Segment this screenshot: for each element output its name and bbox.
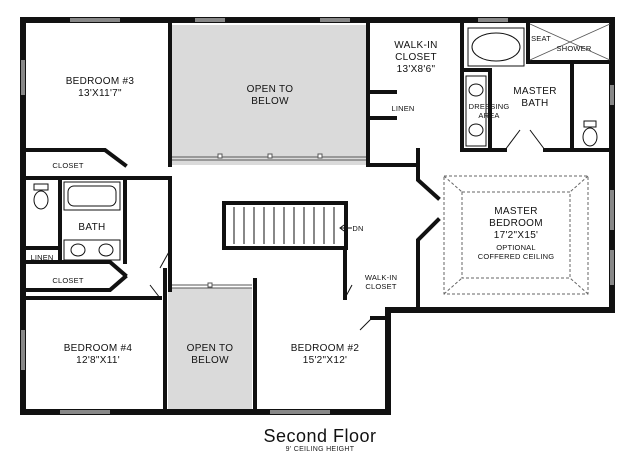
linen-left-label: LINEN <box>30 253 54 262</box>
stair-dn-label: DN <box>352 224 364 233</box>
walkin-mid-line2: CLOSET <box>365 282 397 291</box>
stair-arrow-icon <box>339 224 352 232</box>
plan-subtitle: 9' CEILING HEIGHT <box>285 446 355 453</box>
walkin-top-size: 13'X8'6" <box>396 64 436 75</box>
walkin-mid-label: WALK-IN CLOSET <box>356 273 406 291</box>
master-bedroom-note1: OPTIONAL <box>496 243 536 252</box>
bath-label: BATH <box>78 222 106 233</box>
bedroom4-name: BEDROOM #4 <box>63 343 133 354</box>
closet-lower-label: CLOSET <box>52 276 84 285</box>
door-swings <box>149 129 546 331</box>
master-toilet-icon <box>582 120 598 147</box>
walkin-top-label: WALK-IN CLOSET 13'X8'6" <box>372 40 460 76</box>
bedroom2-label: BEDROOM #2 15'2"X12' <box>270 343 380 367</box>
open-below-bottom-label: OPEN TO BELOW <box>170 343 250 367</box>
shower-label: SHOWER <box>556 44 592 53</box>
bedroom4-label: BEDROOM #4 12'8"X11' <box>48 343 148 367</box>
master-bedroom-line2: BEDROOM <box>489 218 543 229</box>
stair-treads <box>233 207 335 244</box>
master-bath-label: MASTER BATH <box>505 86 565 110</box>
plan-title: Second Floor <box>263 426 377 446</box>
open-below-top-line1: OPEN TO <box>246 84 294 95</box>
walkin-mid-line1: WALK-IN <box>364 273 398 282</box>
bedroom2-name: BEDROOM #2 <box>290 343 360 354</box>
open-to-below-area-bottom <box>168 288 252 412</box>
bathtub-icon <box>63 181 121 211</box>
master-tub-icon <box>467 27 525 67</box>
seat-label: SEAT <box>531 34 551 43</box>
dressing-line1: DRESSING <box>468 102 510 111</box>
master-bedroom-label: MASTER BEDROOM 17'2"X15' OPTIONAL COFFER… <box>466 206 566 261</box>
walkin-top-line2: CLOSET <box>395 52 437 63</box>
dressing-line2: AREA <box>478 111 500 120</box>
interior-walls <box>21 20 614 414</box>
master-bedroom-size: 17'2"X15' <box>493 230 539 241</box>
open-below-top-line2: BELOW <box>251 96 289 107</box>
open-below-bottom-line2: BELOW <box>191 355 229 366</box>
open-below-bottom-line1: OPEN TO <box>186 343 234 354</box>
open-below-top-label: OPEN TO BELOW <box>220 84 320 108</box>
linen-top-label: LINEN <box>391 104 415 113</box>
walkin-top-line1: WALK-IN <box>394 40 438 51</box>
bedroom4-size: 12'8"X11' <box>76 355 120 366</box>
bath-vanity-icon <box>63 239 121 261</box>
bedroom3-size: 13'X11'7" <box>78 88 122 99</box>
closet-upper-label: CLOSET <box>52 161 84 170</box>
bedroom2-size: 15'2"X12' <box>302 355 348 366</box>
master-bedroom-note2: COFFERED CEILING <box>477 252 555 261</box>
coffered-ceiling <box>443 175 589 295</box>
bedroom3-label: BEDROOM #3 13'X11'7" <box>50 76 150 100</box>
dressing-label: DRESSING AREA <box>464 102 514 120</box>
bath-sink-icon <box>465 75 487 147</box>
bath-toilet-icon <box>33 183 49 210</box>
master-bedroom-line1: MASTER <box>494 206 538 217</box>
master-bath-line1: MASTER <box>513 86 557 97</box>
window-glass <box>22 19 613 413</box>
open-to-below-area-top <box>172 25 368 165</box>
master-bath-line2: BATH <box>521 98 549 109</box>
bedroom3-name: BEDROOM #3 <box>65 76 135 87</box>
shower-icon <box>529 23 611 61</box>
railing-bottom <box>168 282 252 289</box>
railing-top <box>172 153 368 161</box>
